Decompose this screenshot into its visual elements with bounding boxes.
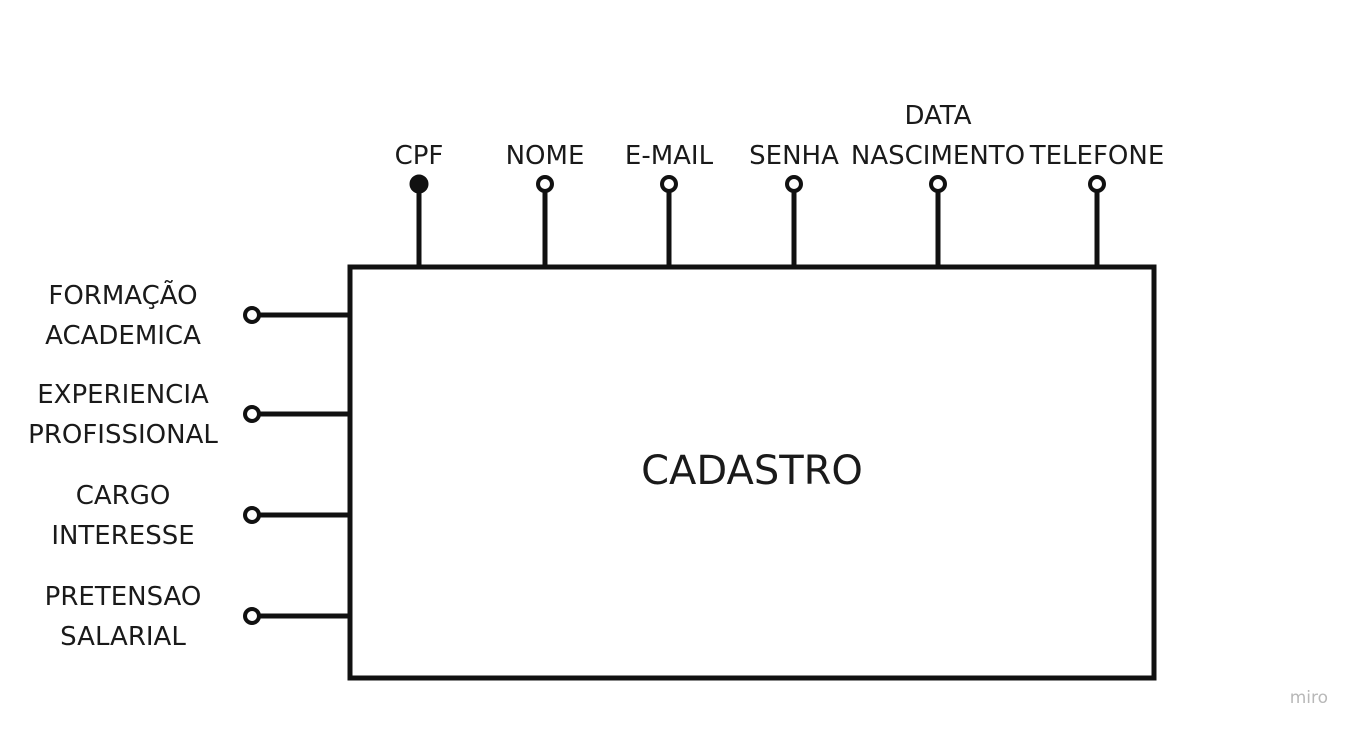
attribute-dot [243, 405, 261, 423]
attribute-cargo-interesse[interactable]: CARGO INTERESSE [51, 481, 349, 551]
attribute-dot [243, 506, 261, 524]
entity-box[interactable] [347, 264, 1157, 681]
attribute-pretensao-salarial[interactable]: PRETENSAO SALARIAL [45, 582, 349, 652]
attribute-label: SENHA [749, 141, 839, 171]
key-attribute-dot [409, 174, 429, 194]
attribute-cpf[interactable]: CPF [395, 141, 444, 266]
attribute-label: NOME [506, 141, 585, 171]
attribute-telefone[interactable]: TELEFONE [1029, 141, 1165, 266]
attribute-dot [243, 306, 261, 324]
attribute-dot [785, 175, 803, 193]
attribute-label: CPF [395, 141, 444, 171]
attribute-label: NASCIMENTO [851, 141, 1025, 171]
attribute-senha[interactable]: SENHA [749, 141, 839, 266]
attribute-label: FORMAÇÃO [48, 279, 197, 311]
attribute-label: TELEFONE [1029, 141, 1165, 171]
attribute-label: E-MAIL [625, 141, 714, 171]
attribute-dot [660, 175, 678, 193]
attribute-label: EXPERIENCIA [37, 380, 209, 410]
attribute-e-mail[interactable]: E-MAIL [625, 141, 714, 266]
attribute-label: PROFISSIONAL [28, 420, 218, 450]
attribute-data-nascimento[interactable]: DATA NASCIMENTO [851, 101, 1025, 266]
left-attributes: FORMAÇÃO ACADEMICA EXPERIENCIA PROFISSIONAL… [28, 279, 349, 652]
attribute-label: ACADEMICA [45, 321, 201, 351]
miro-watermark: miro [1290, 688, 1328, 708]
attribute-label: INTERESSE [51, 521, 194, 551]
attribute-dot [1088, 175, 1106, 193]
attribute-label: SALARIAL [60, 622, 186, 652]
attribute-label: PRETENSAO [45, 582, 202, 612]
attribute-dot [243, 607, 261, 625]
attribute-dot [929, 175, 947, 193]
attribute-label: CARGO [76, 481, 171, 511]
attribute-dot [536, 175, 554, 193]
entity-name: CADASTRO [641, 448, 863, 494]
attribute-formacao-academica[interactable]: FORMAÇÃO ACADEMICA [45, 279, 349, 351]
attribute-experiencia-profissional[interactable]: EXPERIENCIA PROFISSIONAL [28, 380, 349, 450]
attribute-nome[interactable]: NOME [506, 141, 585, 266]
attribute-label: DATA [905, 101, 972, 131]
